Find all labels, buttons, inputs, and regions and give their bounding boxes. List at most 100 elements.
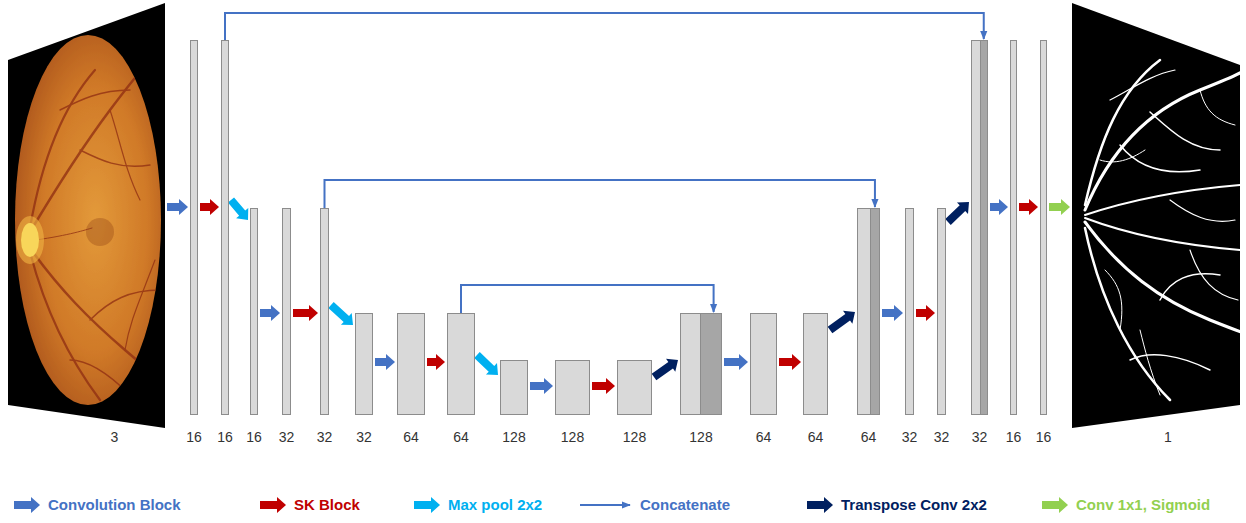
feature-bar [905, 208, 914, 415]
image-panel: 1 [1072, 3, 1240, 445]
feature-map: 32 [971, 40, 988, 445]
image-panel: 3 [8, 3, 165, 445]
legend-label: SK Block [294, 496, 360, 514]
fovea [86, 218, 114, 246]
operation-arrow [167, 199, 188, 215]
channel-count: 32 [279, 429, 295, 445]
concatenated-part [700, 314, 721, 414]
image-frame [8, 3, 165, 428]
feature-map: 64 [857, 208, 880, 445]
legend-label: Conv 1x1, Sigmoid [1076, 496, 1210, 514]
swatch-arrow [1042, 497, 1068, 513]
feature-bar [937, 208, 946, 415]
feature-map: 128 [500, 360, 528, 445]
operation-arrow [200, 199, 219, 215]
channel-count: 64 [756, 429, 772, 445]
optic-disc-glow [16, 216, 44, 264]
legend-swatch [258, 495, 288, 515]
channel-count: 32 [317, 429, 333, 445]
vessel [125, 260, 155, 350]
operation-arrow [328, 302, 353, 325]
operation-arrow [916, 305, 935, 321]
feature-map: 16 [1040, 40, 1047, 445]
vessel [1085, 222, 1245, 335]
legend-label: Max pool 2x2 [448, 496, 542, 514]
channel-count: 16 [1006, 429, 1022, 445]
skip-connection [461, 285, 714, 313]
feature-bar [680, 313, 722, 415]
feature-map: 64 [397, 313, 425, 445]
vessel [1100, 150, 1145, 162]
channel-count: 32 [902, 429, 918, 445]
vessel [1200, 90, 1235, 125]
feature-map: 16 [221, 40, 229, 445]
feature-bar [250, 208, 258, 415]
feature-map: 128 [555, 360, 590, 445]
image-frame [1072, 3, 1240, 428]
operation-arrow [427, 354, 445, 370]
legend-swatch [412, 495, 442, 515]
vessel [90, 290, 160, 320]
legend-label: Convolution Block [48, 496, 181, 514]
feature-map: 128 [617, 360, 652, 445]
skip-connection [225, 13, 984, 40]
vessel [1190, 250, 1238, 300]
vessel [1085, 185, 1240, 215]
fundus-vessels [30, 40, 175, 400]
swatch-arrow [414, 497, 440, 513]
channel-count: 128 [502, 429, 525, 445]
channel-count: 32 [934, 429, 950, 445]
feature-bar [803, 313, 828, 415]
feature-bar [555, 360, 590, 415]
legend-entry: Convolution Block [12, 495, 181, 515]
channel-count: 64 [453, 429, 469, 445]
feature-map: 32 [282, 208, 291, 445]
feature-bar [1010, 40, 1017, 415]
vessel [1085, 60, 1160, 205]
channel-count: 16 [1036, 429, 1052, 445]
legend-swatch [1040, 495, 1070, 515]
legend-entry: Conv 1x1, Sigmoid [1040, 495, 1210, 515]
vessel [1120, 145, 1200, 172]
operation-arrow [474, 352, 498, 375]
legend-swatch [12, 495, 42, 515]
vessel [80, 150, 150, 166]
vessel [1150, 112, 1220, 150]
operation-arrow [592, 378, 615, 394]
vessel [1105, 270, 1122, 330]
feature-map: 64 [447, 313, 475, 445]
fundus [15, 35, 161, 405]
channel-count: 128 [689, 429, 712, 445]
feature-bar [190, 40, 198, 415]
feature-bar [320, 208, 329, 415]
skip-connection [325, 180, 875, 208]
vessel [30, 70, 95, 228]
operation-arrow [882, 305, 903, 321]
channel-count: 64 [861, 429, 877, 445]
operation-arrow [530, 378, 553, 394]
vessel [36, 228, 92, 240]
operation-arrow [1019, 199, 1038, 215]
channel-count: 64 [403, 429, 419, 445]
channel-count: 128 [623, 429, 646, 445]
operation-arrow [828, 311, 855, 333]
vessel [1110, 70, 1175, 100]
segmented-vessels [1085, 60, 1245, 400]
legend-line-sample [578, 495, 634, 515]
feature-map: 32 [937, 208, 946, 445]
vessel [30, 40, 170, 232]
output-image-ground [1072, 3, 1240, 428]
operation-arrow [293, 305, 318, 321]
feature-map: 128 [680, 313, 722, 445]
feature-map: 64 [803, 313, 828, 445]
channel-count: 64 [808, 429, 824, 445]
vessel [1085, 70, 1245, 210]
vessel [60, 90, 130, 110]
vessel [110, 110, 140, 200]
feature-bar [500, 360, 528, 415]
legend-entry: Transpose Conv 2x2 [805, 495, 987, 515]
operation-arrow [228, 197, 248, 220]
legend-label: Transpose Conv 2x2 [841, 496, 987, 514]
channel-count: 16 [246, 429, 262, 445]
operation-arrow [375, 354, 395, 370]
